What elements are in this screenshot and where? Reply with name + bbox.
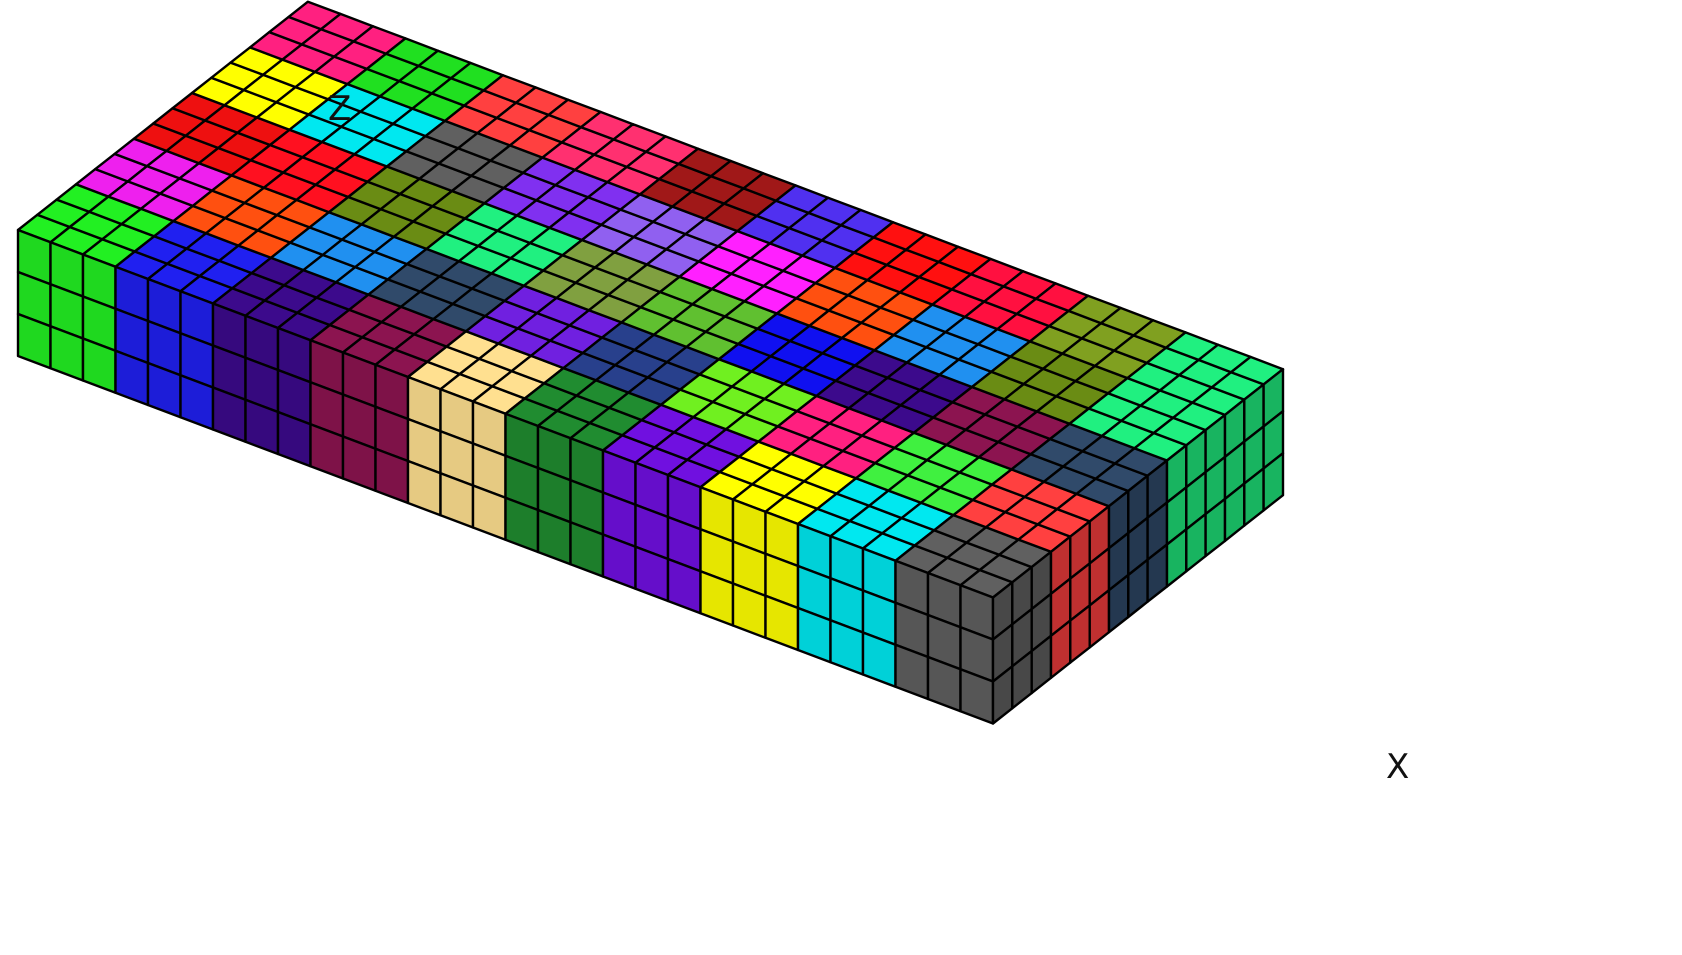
model-faces xyxy=(18,2,1283,724)
z-axis-label: Z xyxy=(328,89,351,129)
x-axis-label: X xyxy=(1386,747,1409,787)
